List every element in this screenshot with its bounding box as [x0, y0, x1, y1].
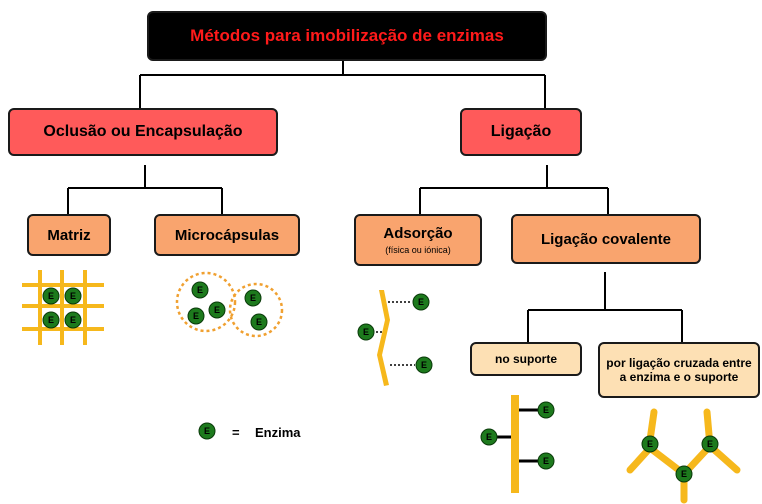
diagram-title: Métodos para imobilização de enzimas — [147, 11, 547, 61]
crosslink-illustration — [626, 408, 741, 504]
enzyme-symbol: E — [486, 432, 492, 442]
method-covalent: Ligação covalente — [511, 214, 701, 264]
enzyme-symbol: E — [204, 426, 210, 436]
enzyme-icon: E — [64, 311, 82, 329]
enzyme-symbol: E — [48, 291, 54, 301]
enzyme-symbol: E — [543, 456, 549, 466]
enzyme-icon: E — [244, 289, 262, 307]
legend-label: Enzima — [255, 425, 301, 440]
enzyme-icon: E — [415, 356, 433, 374]
method-adsorption: Adsorção (física ou iónica) — [354, 214, 482, 266]
enzyme-symbol: E — [193, 311, 199, 321]
enzyme-icon: E — [250, 313, 268, 331]
enzyme-icon: E — [537, 401, 555, 419]
enzyme-icon: E — [357, 323, 375, 341]
legend-equals: = — [232, 425, 240, 440]
enzyme-symbol: E — [48, 315, 54, 325]
method-microcapsules: Microcápsulas — [154, 214, 300, 256]
enzyme-symbol: E — [214, 305, 220, 315]
enzyme-symbol: E — [681, 469, 687, 479]
enzyme-symbol: E — [197, 285, 203, 295]
enzyme-icon: E — [537, 452, 555, 470]
enzyme-symbol: E — [363, 327, 369, 337]
enzyme-symbol: E — [256, 317, 262, 327]
enzyme-icon: E — [675, 465, 693, 483]
enzyme-icon: E — [191, 281, 209, 299]
enzyme-icon: E — [198, 422, 216, 440]
enzyme-symbol: E — [250, 293, 256, 303]
covalent-support: no suporte — [470, 342, 582, 376]
enzyme-icon: E — [641, 435, 659, 453]
adsorption-label: Adsorção — [383, 225, 453, 242]
enzyme-icon: E — [480, 428, 498, 446]
matrix-illustration: E E E E — [22, 270, 104, 345]
enzyme-icon: E — [701, 435, 719, 453]
adsorption-illustration: E E E — [357, 290, 433, 386]
enzyme-symbol: E — [418, 297, 424, 307]
enzyme-icon: E — [42, 287, 60, 305]
enzyme-symbol: E — [543, 405, 549, 415]
enzyme-symbol: E — [70, 291, 76, 301]
support-illustration: E E E — [480, 395, 555, 493]
enzyme-icon: E — [208, 301, 226, 319]
category-occlusion: Oclusão ou Encapsulação — [8, 108, 278, 156]
enzyme-icon: E — [42, 311, 60, 329]
covalent-crosslink: por ligação cruzada entre a enzima e o s… — [598, 342, 760, 398]
method-matrix: Matriz — [27, 214, 111, 256]
enzyme-icon: E — [64, 287, 82, 305]
enzyme-icon: E — [187, 307, 205, 325]
enzyme-icon: E — [412, 293, 430, 311]
enzyme-symbol: E — [421, 360, 427, 370]
connectors — [67, 60, 683, 342]
enzyme-symbol: E — [70, 315, 76, 325]
category-binding: Ligação — [460, 108, 582, 156]
microcapsules-illustration: E E E E E — [175, 271, 284, 338]
adsorption-note: (física ou iónica) — [385, 245, 451, 255]
enzyme-symbol: E — [707, 439, 713, 449]
enzyme-symbol: E — [647, 439, 653, 449]
